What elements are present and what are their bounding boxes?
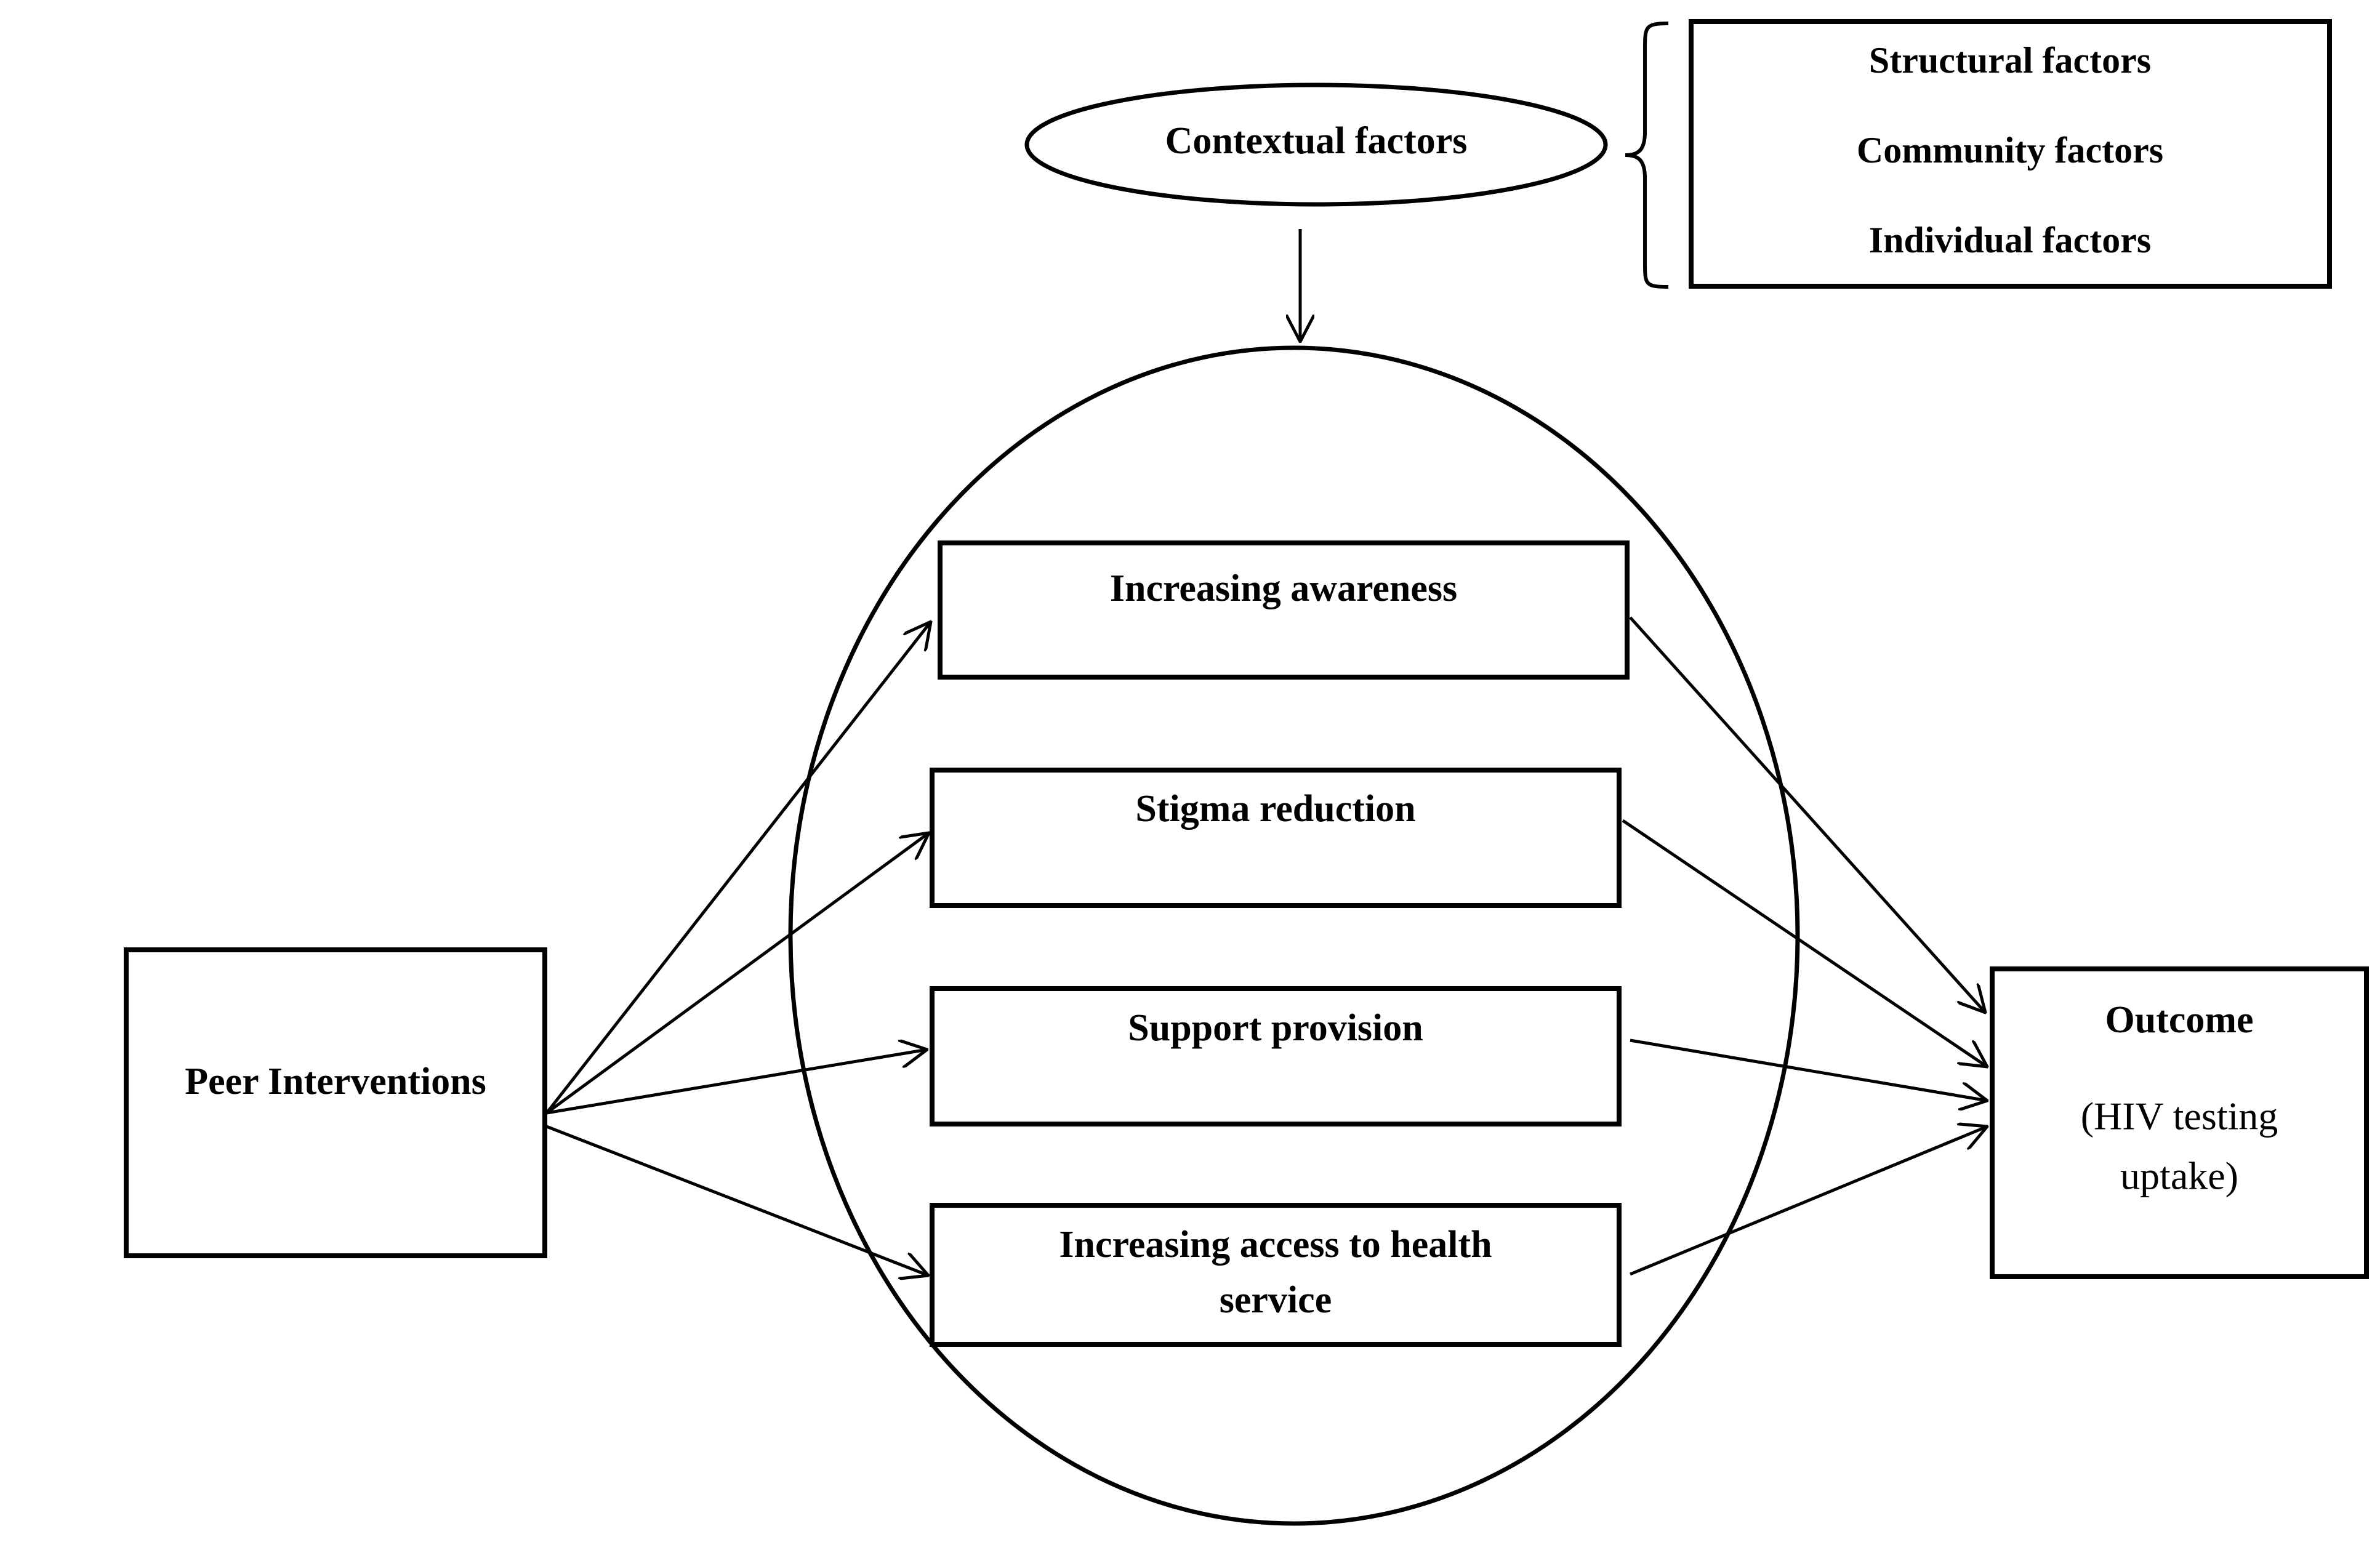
arrow-stigma-to-outcome	[1622, 819, 1987, 1067]
factors-brace	[1625, 22, 1669, 289]
contextual-factors-label: Contextual factors	[1165, 120, 1468, 162]
arrow-awareness-to-outcome	[1629, 616, 1985, 1013]
factors-box: Structural factors Community factors Ind…	[1689, 19, 2332, 289]
mechanism-box	[938, 540, 1630, 680]
factors-box-frame	[1689, 19, 2332, 289]
factor-individual: Individual factors	[1869, 220, 2151, 260]
mechanism-stigma-reduction: Stigma reduction	[930, 768, 1622, 908]
peer-interventions-node: Peer Interventions	[124, 947, 547, 1258]
contextual-factors-ellipse	[1024, 82, 1608, 207]
mechanism-label-line-2: service	[1220, 1279, 1332, 1321]
arrow-peer-to-access	[546, 1125, 928, 1275]
mechanism-box	[930, 768, 1622, 908]
mechanism-support-provision: Support provision	[930, 986, 1622, 1126]
arrow-support-to-outcome	[1630, 1038, 1987, 1101]
mechanism-label: Support provision	[1128, 1007, 1423, 1049]
mechanism-label-line-1: Increasing access to health	[1059, 1224, 1492, 1266]
outcome-detail-line-1: (HIV testing	[2081, 1094, 2278, 1138]
mechanisms-ellipse	[788, 345, 1800, 1526]
outcome-detail-line-2: uptake)	[2120, 1154, 2238, 1198]
outcome-box	[1990, 966, 2369, 1279]
arrow-access-to-outcome	[1630, 1126, 1987, 1276]
factor-structural: Structural factors	[1869, 40, 2151, 81]
mechanism-increasing-awareness: Increasing awareness	[938, 540, 1630, 680]
arrow-peer-to-support	[546, 1050, 927, 1115]
outcome-title: Outcome	[2105, 999, 2253, 1041]
factor-community: Community factors	[1857, 130, 2163, 171]
contextual-factors-node: Contextual factors	[1024, 82, 1608, 207]
mechanism-box	[930, 1203, 1622, 1347]
mechanism-increasing-access: Increasing access to health service	[930, 1203, 1622, 1347]
mechanism-label: Increasing awareness	[1110, 568, 1457, 609]
output-arrows	[1622, 616, 1987, 1276]
mechanism-label: Stigma reduction	[1135, 788, 1415, 830]
arrow-peer-to-stigma	[545, 833, 929, 1115]
input-arrows	[545, 622, 931, 1275]
peer-interventions-box	[124, 947, 547, 1258]
arrow-peer-to-awareness	[545, 622, 931, 1114]
outcome-node: Outcome (HIV testing uptake)	[1990, 966, 2369, 1279]
peer-interventions-label: Peer Interventions	[185, 1061, 486, 1102]
mechanism-box	[930, 986, 1622, 1126]
